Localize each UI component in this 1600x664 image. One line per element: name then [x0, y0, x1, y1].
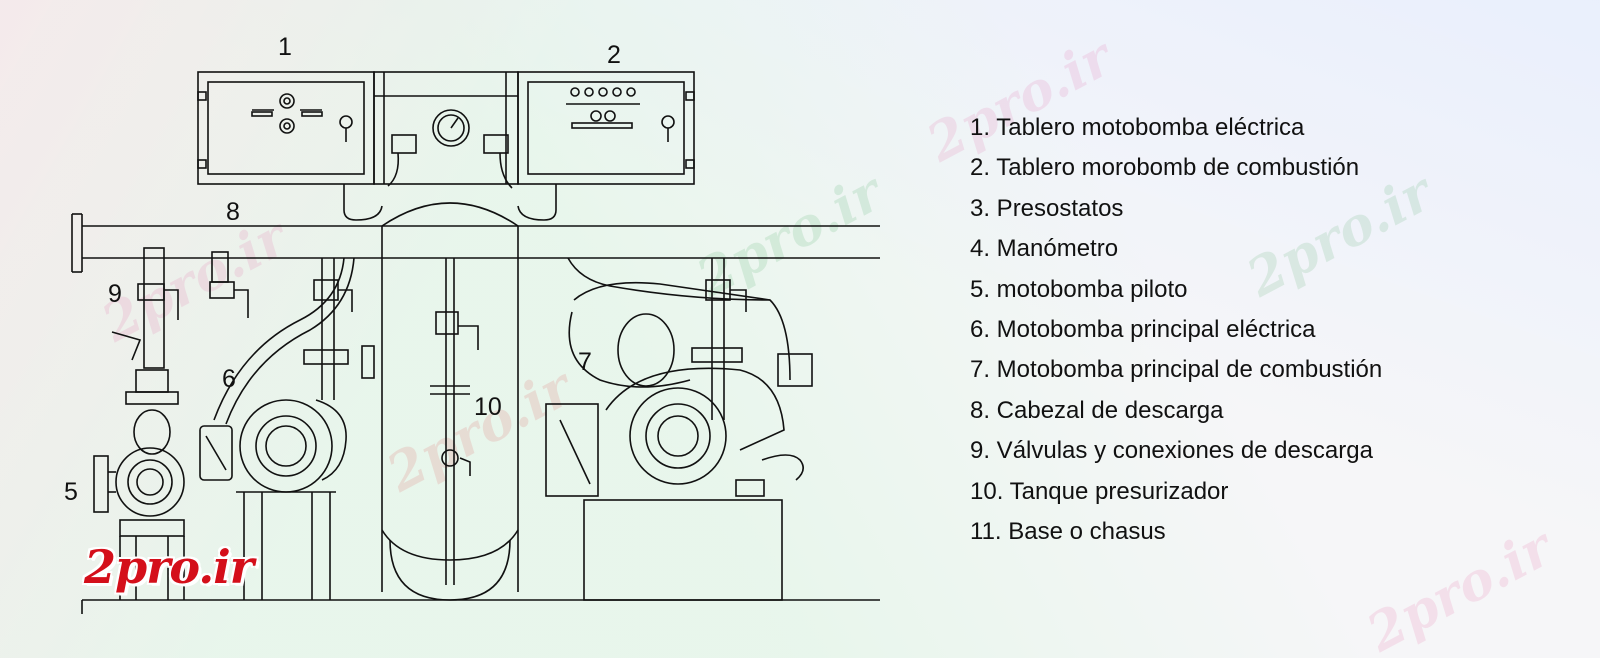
- legend-item: 5. motobomba piloto: [970, 275, 1188, 303]
- callout-7: 7: [578, 348, 592, 376]
- callout-1: 1: [278, 33, 292, 61]
- callout-10: 10: [474, 393, 502, 421]
- legend-item: 6. Motobomba principal eléctrica: [970, 315, 1316, 343]
- main-combustion-pump: [545, 257, 813, 601]
- callout-6: 6: [222, 365, 236, 393]
- legend-item: 2. Tablero morobomb de combustión: [970, 154, 1360, 182]
- legend-item: 8. Cabezal de descarga: [970, 396, 1224, 424]
- control-panel-combustion: [517, 71, 695, 185]
- callout-9: 9: [108, 280, 122, 308]
- legend-item: 1. Tablero motobomba eléctrica: [970, 114, 1305, 141]
- legend: 1. Tablero motobomba eléctrica 2. Tabler…: [970, 108, 1382, 552]
- main-electric-pump: [199, 257, 375, 600]
- pilot-pump: [93, 247, 249, 600]
- callout-8: 8: [226, 198, 240, 226]
- legend-item: 3. Presostatos: [970, 194, 1124, 222]
- discharge-header: [71, 184, 880, 273]
- legend-item: 4. Manómetro: [970, 235, 1119, 263]
- control-panel-electric: [197, 71, 375, 185]
- site-logo: 2pro.ir: [84, 540, 254, 594]
- legend-item: 11. Base o chasus: [970, 517, 1166, 545]
- legend-item: 9. Válvulas y conexiones de descarga: [970, 437, 1373, 465]
- callout-2: 2: [607, 41, 621, 69]
- pressure-tank: [381, 226, 519, 601]
- legend-item: 7. Motobomba principal de combustión: [970, 356, 1383, 384]
- callout-5: 5: [64, 478, 78, 506]
- legend-item: 10. Tanque presurizador: [970, 477, 1229, 505]
- gauge-section: [373, 71, 519, 189]
